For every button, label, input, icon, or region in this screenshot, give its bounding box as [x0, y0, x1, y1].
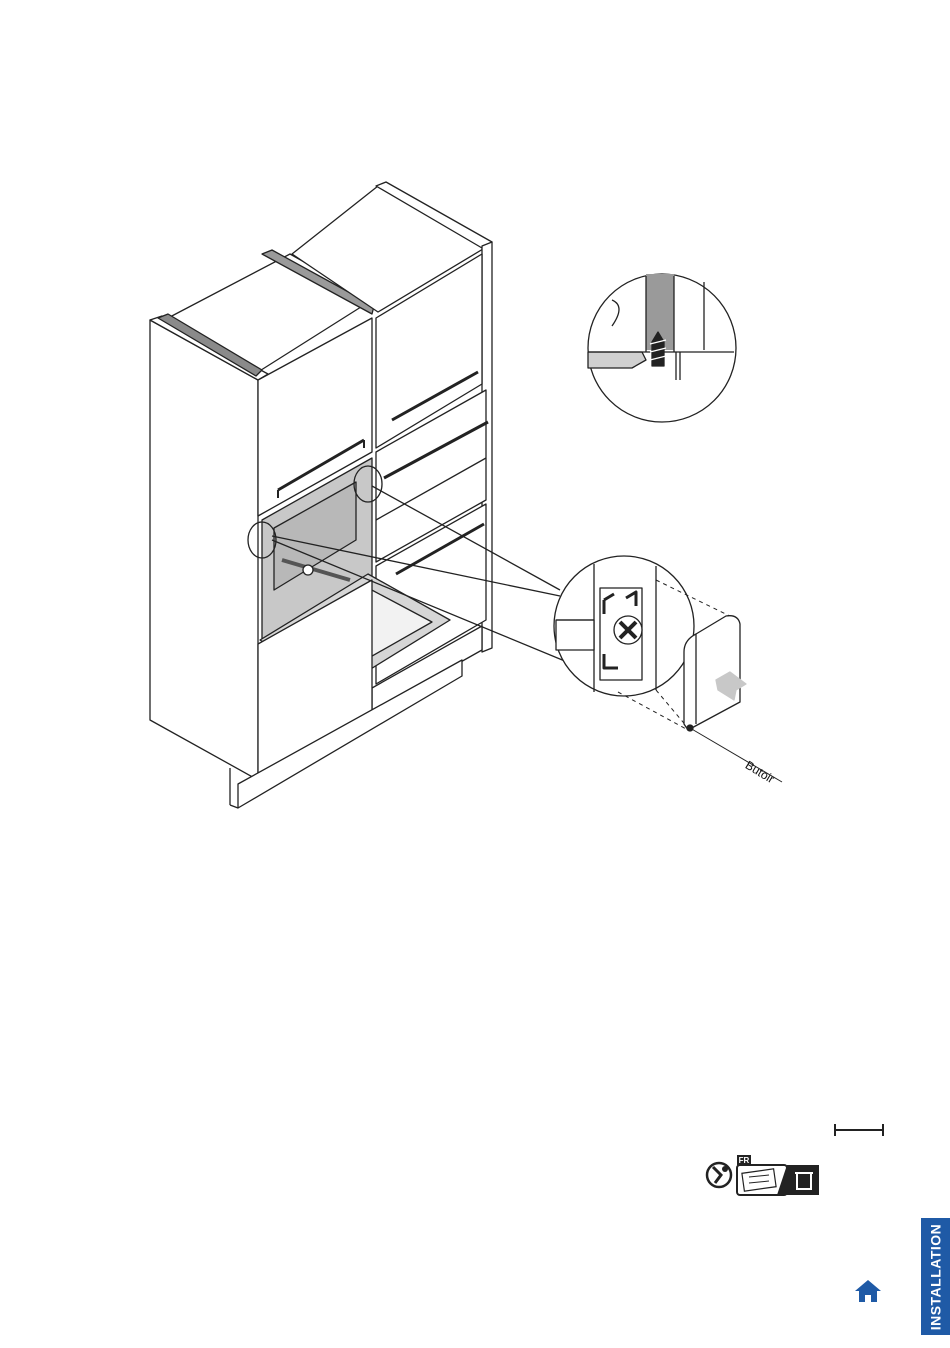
section-tab-label: INSTALLATION [928, 1223, 944, 1330]
bracket-detail-zoom [554, 556, 694, 696]
screw-detail-zoom [588, 274, 736, 422]
home-icon [854, 1278, 882, 1304]
scale-bar [834, 1124, 884, 1136]
language-code: FR [739, 1156, 750, 1165]
left-side-panel [150, 316, 268, 808]
info-icons: FR [703, 1153, 823, 1199]
language-badge: FR [737, 1155, 751, 1165]
safety-warning-icon [707, 1163, 731, 1187]
home-button[interactable] [854, 1278, 882, 1304]
section-tab-installation[interactable]: INSTALLATION [921, 1218, 950, 1335]
